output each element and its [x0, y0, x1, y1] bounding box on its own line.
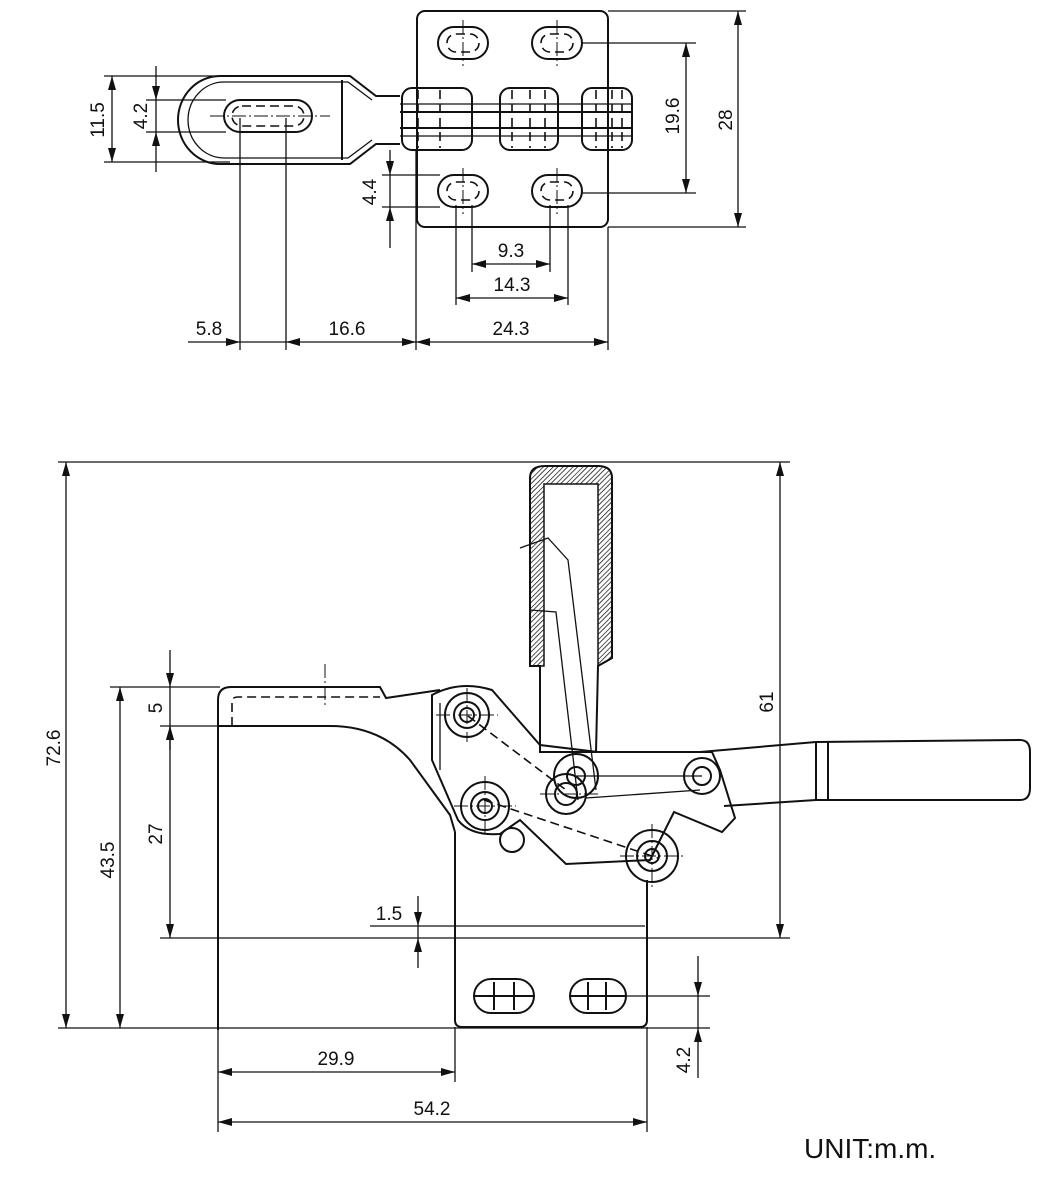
clamp-arm-top	[177, 75, 400, 165]
svg-text:61: 61	[757, 691, 778, 712]
svg-text:54.2: 54.2	[414, 1099, 451, 1120]
dim-5: 5	[146, 650, 220, 750]
svg-text:5: 5	[146, 703, 167, 714]
dim-5-8: 5.8	[196, 319, 222, 340]
handle	[699, 738, 1031, 807]
dim-chain-bottom: 5.8 16.6 24.3	[188, 118, 609, 350]
pivot-pins	[436, 688, 721, 888]
svg-text:72.6: 72.6	[44, 730, 65, 767]
dim-4-4: 4.4	[360, 150, 440, 248]
dim-9-3: 9.3	[471, 205, 551, 272]
dim-43-5: 43.5	[98, 686, 220, 1028]
svg-text:1.5: 1.5	[376, 904, 402, 925]
body-arm	[431, 685, 737, 866]
svg-text:9.3: 9.3	[498, 241, 524, 262]
svg-text:4.4: 4.4	[360, 178, 381, 205]
dim-14-3: 14.3	[455, 205, 569, 305]
dim-27: 27	[146, 726, 790, 939]
dim-61: 61	[757, 462, 784, 938]
unit-label: UNIT:m.m.	[804, 1133, 936, 1164]
base-plate-top	[416, 10, 609, 228]
svg-text:43.5: 43.5	[98, 842, 119, 879]
base-plate-side	[454, 832, 648, 1028]
dim-16-6: 16.6	[329, 319, 366, 340]
svg-text:27: 27	[146, 823, 167, 844]
dim-1-5: 1.5	[370, 896, 645, 968]
svg-text:4.2: 4.2	[131, 103, 152, 129]
dim-4-2-top: 4.2	[131, 66, 226, 172]
dim-29-9: 29.9	[218, 1027, 456, 1082]
top-view: 11.5 4.2 19.6 28	[88, 10, 746, 350]
dim-4-2-side: 4.2	[600, 956, 710, 1078]
dim-19-6: 19.6	[582, 42, 696, 194]
side-view: 72.6 43.5 5 27	[44, 461, 1031, 1132]
svg-text:14.3: 14.3	[494, 275, 531, 296]
svg-text:29.9: 29.9	[318, 1049, 355, 1070]
svg-text:4.2: 4.2	[674, 1047, 695, 1073]
dim-24-3: 24.3	[493, 319, 530, 340]
svg-text:19.6: 19.6	[663, 98, 684, 135]
svg-text:11.5: 11.5	[88, 102, 109, 138]
svg-text:28: 28	[716, 109, 737, 130]
clamp-bar	[217, 686, 441, 1030]
dim-28: 28	[608, 10, 746, 228]
lever-grip-hatch	[529, 465, 613, 668]
dim-11-5: 11.5	[88, 75, 230, 163]
dim-54-2: 54.2	[217, 1027, 648, 1132]
linkage-top	[400, 87, 633, 151]
dim-72-6: 72.6	[44, 461, 790, 1029]
mounting-slots-top	[437, 20, 583, 214]
